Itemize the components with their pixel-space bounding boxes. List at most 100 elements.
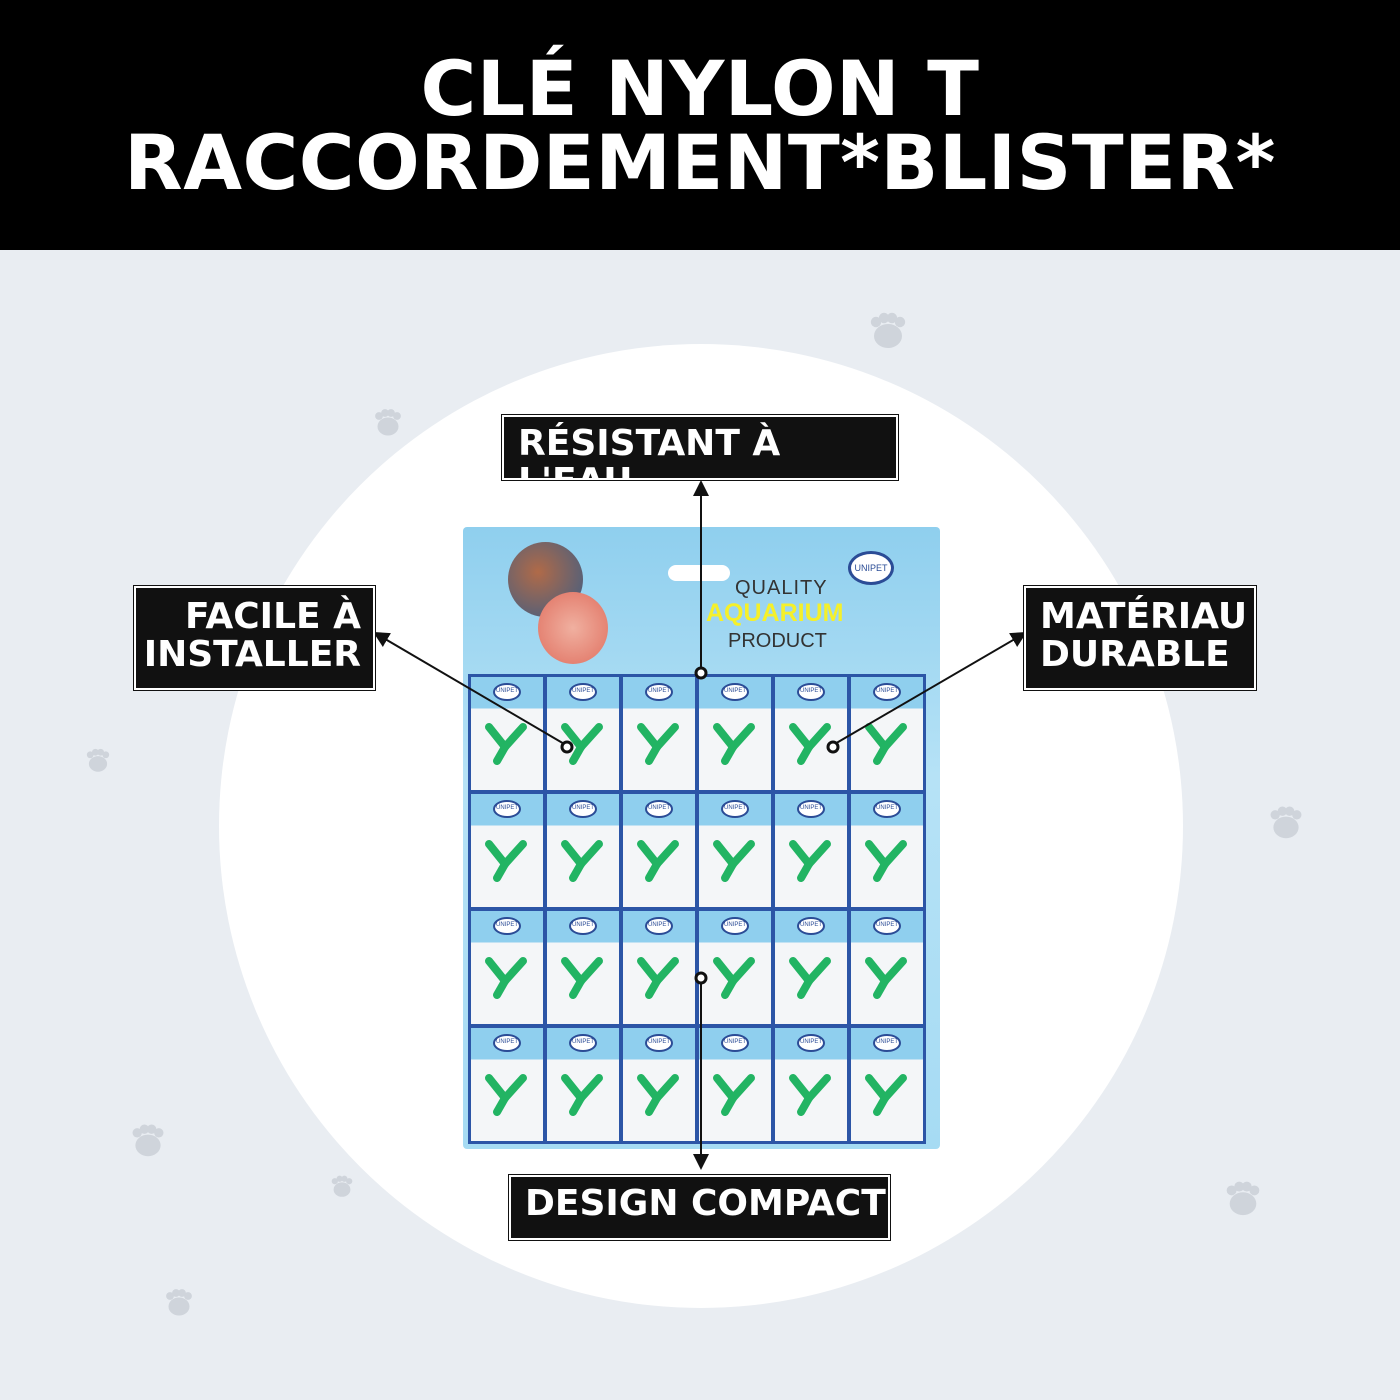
paw-print-icon xyxy=(868,310,908,354)
card-text-aquarium: AQUARIUM xyxy=(706,599,844,627)
paw-print-icon xyxy=(130,1122,166,1162)
t-connector-icon xyxy=(713,723,755,765)
product-image-blister-card: UNIPET QUALITY AQUARIUM PRODUCT UNIPET U… xyxy=(463,527,940,1149)
t-connector-icon xyxy=(485,957,527,999)
t-connector-icon xyxy=(637,723,679,765)
feature-label-water-resistant: RÉSISTANT À L'EAU xyxy=(501,414,899,501)
title-line-1: CLÉ NYLON T xyxy=(420,44,980,133)
brand-logo: UNIPET xyxy=(873,683,901,701)
blister-cell: UNIPET xyxy=(547,677,619,790)
t-connector-icon xyxy=(789,840,831,882)
t-connector-icon xyxy=(865,957,907,999)
brand-logo: UNIPET xyxy=(797,1034,825,1052)
fish-image xyxy=(538,592,608,664)
feature-text: FACILE À xyxy=(184,596,361,637)
card-text-quality: QUALITY xyxy=(735,577,828,599)
brand-logo: UNIPET xyxy=(645,917,673,935)
t-connector-icon xyxy=(561,840,603,882)
t-connector-icon xyxy=(713,1074,755,1116)
blister-cell: UNIPET xyxy=(851,911,923,1024)
t-connector-icon xyxy=(637,1074,679,1116)
t-connector-icon xyxy=(789,1074,831,1116)
paw-print-icon xyxy=(85,747,111,777)
paw-print-icon xyxy=(164,1287,194,1321)
feature-label-easy-install: FACILE À INSTALLER xyxy=(133,585,376,691)
t-connector-icon xyxy=(637,840,679,882)
brand-logo: UNIPET xyxy=(873,917,901,935)
blister-cell: UNIPET xyxy=(623,677,695,790)
blister-cell: UNIPET xyxy=(699,794,771,907)
brand-logo: UNIPET xyxy=(569,800,597,818)
blister-cell: UNIPET xyxy=(471,794,543,907)
brand-logo: UNIPET xyxy=(569,683,597,701)
callout-line-right xyxy=(832,631,1027,746)
title-line-2: RACCORDEMENT*BLISTER* xyxy=(124,118,1276,207)
blister-cell: UNIPET xyxy=(623,794,695,907)
brand-logo: UNIPET xyxy=(721,1034,749,1052)
feature-text: MATÉRIAU xyxy=(1040,596,1248,637)
brand-logo: UNIPET xyxy=(797,683,825,701)
feature-text: INSTALLER xyxy=(143,634,361,675)
blister-cell: UNIPET xyxy=(775,794,847,907)
brand-logo: UNIPET xyxy=(873,800,901,818)
blister-cell: UNIPET xyxy=(851,1028,923,1141)
t-connector-icon xyxy=(561,957,603,999)
blister-cell: UNIPET xyxy=(775,677,847,790)
paw-print-icon xyxy=(373,407,403,441)
blister-cell: UNIPET xyxy=(851,794,923,907)
feature-text: DESIGN COMPACT xyxy=(525,1183,886,1224)
paw-print-icon xyxy=(1224,1179,1262,1221)
brand-logo: UNIPET xyxy=(569,917,597,935)
brand-logo: UNIPET xyxy=(797,917,825,935)
t-connector-icon xyxy=(485,1074,527,1116)
blister-cell: UNIPET xyxy=(547,794,619,907)
brand-logo: UNIPET xyxy=(645,683,673,701)
feature-label-compact-design: DESIGN COMPACT xyxy=(508,1174,891,1241)
feature-label-durable-material: MATÉRIAU DURABLE xyxy=(1023,585,1257,691)
brand-logo: UNIPET xyxy=(721,917,749,935)
brand-logo: UNIPET xyxy=(721,683,749,701)
blister-cell: UNIPET xyxy=(851,677,923,790)
blister-cell: UNIPET xyxy=(471,911,543,1024)
t-connector-icon xyxy=(713,840,755,882)
paw-print-icon xyxy=(1268,804,1304,844)
t-connector-icon xyxy=(485,840,527,882)
page-title: CLÉ NYLON T RACCORDEMENT*BLISTER* xyxy=(0,0,1400,250)
t-connector-icon xyxy=(789,723,831,765)
brand-logo: UNIPET xyxy=(493,1034,521,1052)
brand-logo: UNIPET xyxy=(645,1034,673,1052)
card-text-product: PRODUCT xyxy=(728,630,827,652)
brand-logo: UNIPET xyxy=(645,800,673,818)
t-connector-icon xyxy=(561,723,603,765)
brand-logo: UNIPET xyxy=(797,800,825,818)
brand-logo: UNIPET xyxy=(493,917,521,935)
hanger-hole xyxy=(668,565,730,581)
t-connector-icon xyxy=(713,957,755,999)
callout-line-left xyxy=(373,631,567,746)
blister-cell: UNIPET xyxy=(547,1028,619,1141)
brand-logo: UNIPET xyxy=(721,800,749,818)
t-connector-icon xyxy=(865,840,907,882)
blister-cell: UNIPET xyxy=(699,1028,771,1141)
t-connector-icon xyxy=(561,1074,603,1116)
blister-cell: UNIPET xyxy=(623,1028,695,1141)
feature-text: DURABLE xyxy=(1040,634,1230,675)
brand-logo: UNIPET xyxy=(493,683,521,701)
blister-cell: UNIPET xyxy=(775,1028,847,1141)
blister-cell: UNIPET xyxy=(775,911,847,1024)
brand-logo: UNIPET xyxy=(873,1034,901,1052)
brand-logo: UNIPET xyxy=(493,800,521,818)
blister-cell: UNIPET xyxy=(699,911,771,1024)
blister-cell: UNIPET xyxy=(547,911,619,1024)
feature-text: RÉSISTANT À L'EAU xyxy=(518,423,781,502)
t-connector-icon xyxy=(865,723,907,765)
t-connector-icon xyxy=(789,957,831,999)
blister-grid: UNIPET UNIPET UNIPET UNIPET UNIPET UNIPE… xyxy=(468,674,926,1144)
paw-print-icon xyxy=(330,1174,354,1202)
brand-logo: UNIPET xyxy=(848,551,894,585)
t-connector-icon xyxy=(485,723,527,765)
blister-cell: UNIPET xyxy=(471,1028,543,1141)
t-connector-icon xyxy=(637,957,679,999)
blister-cell: UNIPET xyxy=(623,911,695,1024)
